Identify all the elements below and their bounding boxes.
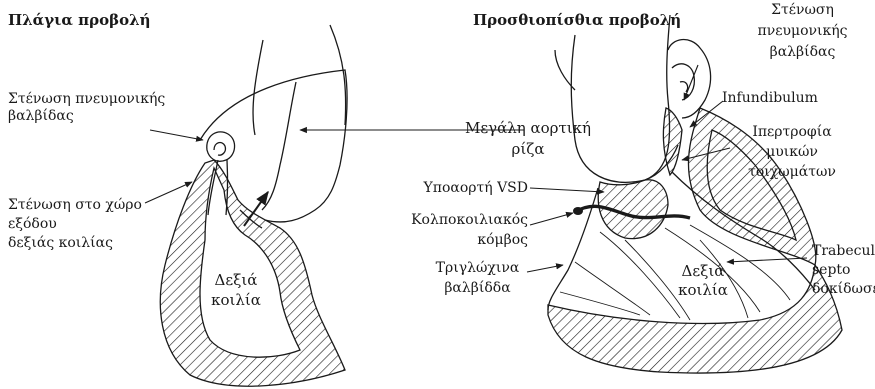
lateral-view-title: Πλάγια προβολή: [8, 11, 151, 29]
lateral-pulmonary-stenosis-label: Στένωση πνευμονικής βαλβίδας: [8, 91, 165, 125]
large-aortic-root-label: Μεγάλη αορτική ρίζα: [408, 118, 648, 160]
tricuspid-label: Τριγλώχινα βαλβίδδα: [420, 258, 535, 298]
infundibulum-label: Infundibulum: [722, 90, 818, 107]
lateral-right-ventricle-label: Δεξιά κοιλία: [196, 270, 276, 310]
ap-view-title: Προσθιοπίσθια προβολή: [473, 11, 681, 29]
lateral-view-heart: [160, 25, 347, 386]
ap-pulmonary-stenosis-label: Στένωση πνευμονικής βαλβίδας: [740, 0, 865, 63]
hypertrophy-label: Ιπερτροφία μυικών τοιχωμάτων: [732, 122, 852, 182]
av-node-label: Κολποκοιλιακός κόμβος: [350, 210, 528, 250]
subaortic-vsd-label: Υποαορτή VSD: [350, 180, 528, 197]
ap-right-ventricle-label: Δεξιά κοιλία: [668, 262, 738, 300]
lateral-outflow-stenosis-label: Στένωση στο χώρο εξόδου δεξιάς κοιλίας: [8, 196, 142, 253]
ap-view-heart: [548, 15, 842, 373]
trabecula-label: Trabecula septo δοκίδωσεις: [812, 242, 875, 299]
